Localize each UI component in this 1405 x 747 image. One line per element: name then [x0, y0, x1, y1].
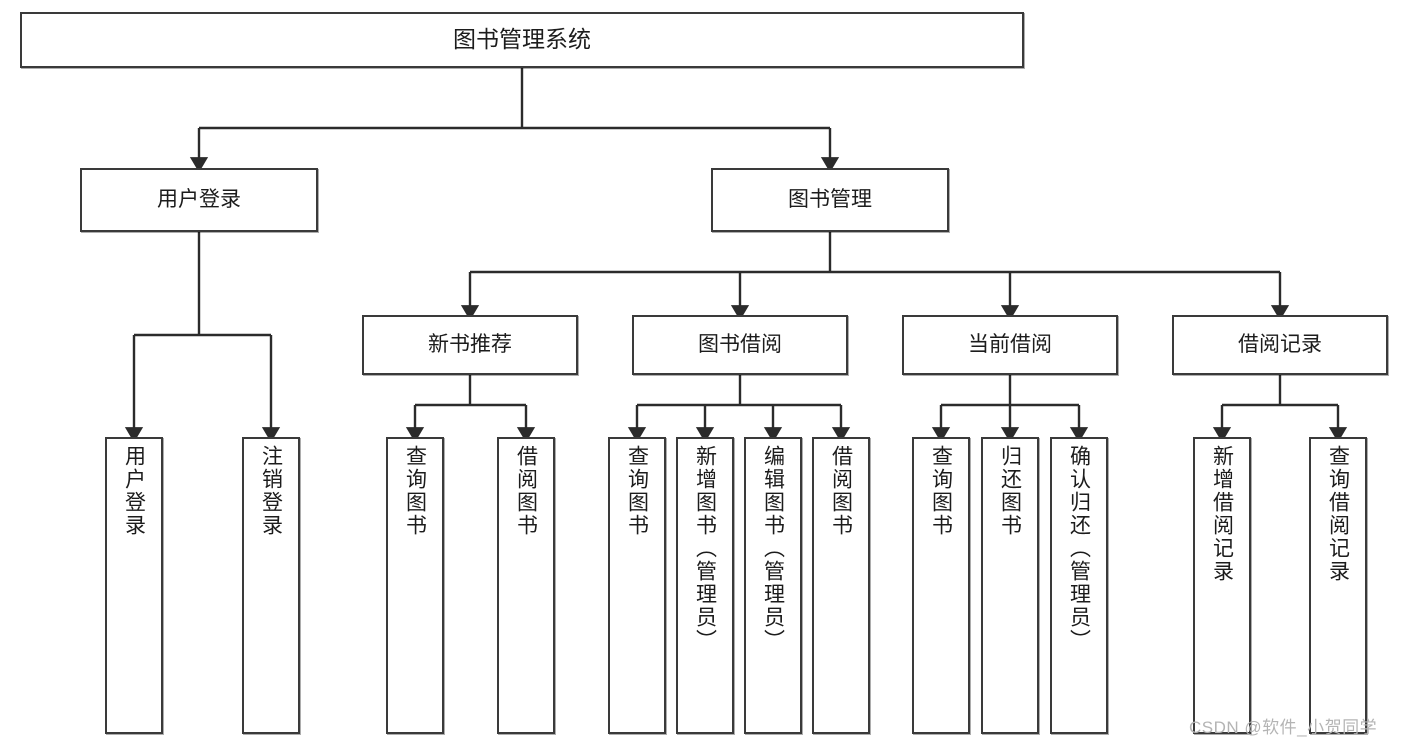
node-label: 新书推荐	[428, 332, 512, 356]
leaf-borrow-edit-book-admin[interactable]: 编辑图书（管理员）	[744, 437, 802, 734]
node-user-login[interactable]: 用户登录	[80, 168, 318, 232]
node-label: 新增图书（管理员）	[693, 445, 717, 652]
node-label: 借阅图书	[514, 445, 538, 537]
leaf-current-return-book[interactable]: 归还图书	[981, 437, 1039, 734]
leaf-user-login-logout[interactable]: 注销登录	[242, 437, 300, 734]
node-label: 图书管理系统	[453, 26, 591, 53]
node-new-book-recommend[interactable]: 新书推荐	[362, 315, 578, 375]
node-label: 查询图书	[625, 445, 649, 537]
node-label: 查询借阅记录	[1326, 445, 1350, 583]
node-root-system[interactable]: 图书管理系统	[20, 12, 1024, 68]
node-label: 用户登录	[122, 445, 146, 537]
node-label: 当前借阅	[968, 332, 1052, 356]
leaf-current-query-book[interactable]: 查询图书	[912, 437, 970, 734]
leaf-recommend-borrow-book[interactable]: 借阅图书	[497, 437, 555, 734]
node-label: 图书借阅	[698, 332, 782, 356]
node-label: 图书管理	[788, 187, 872, 211]
node-label: 查询图书	[403, 445, 427, 537]
node-label: 归还图书	[998, 445, 1022, 537]
node-label: 借阅图书	[829, 445, 853, 537]
node-book-borrow[interactable]: 图书借阅	[632, 315, 848, 375]
node-label: 借阅记录	[1238, 332, 1322, 356]
node-label: 确认归还（管理员）	[1067, 445, 1091, 652]
leaf-records-query-record[interactable]: 查询借阅记录	[1309, 437, 1367, 734]
node-label: 编辑图书（管理员）	[761, 445, 785, 652]
leaf-borrow-add-book-admin[interactable]: 新增图书（管理员）	[676, 437, 734, 734]
node-current-borrow[interactable]: 当前借阅	[902, 315, 1118, 375]
node-label: 用户登录	[157, 187, 241, 211]
leaf-borrow-query-book[interactable]: 查询图书	[608, 437, 666, 734]
node-label: 新增借阅记录	[1210, 445, 1234, 583]
node-label: 查询图书	[929, 445, 953, 537]
leaf-borrow-borrow-book[interactable]: 借阅图书	[812, 437, 870, 734]
leaf-recommend-query-book[interactable]: 查询图书	[386, 437, 444, 734]
node-book-management[interactable]: 图书管理	[711, 168, 949, 232]
leaf-current-confirm-return-admin[interactable]: 确认归还（管理员）	[1050, 437, 1108, 734]
leaf-records-add-record[interactable]: 新增借阅记录	[1193, 437, 1251, 734]
node-label: 注销登录	[259, 445, 283, 537]
node-borrow-records[interactable]: 借阅记录	[1172, 315, 1388, 375]
watermark: CSDN @软件_小贺同学	[1189, 718, 1378, 737]
leaf-user-login-login[interactable]: 用户登录	[105, 437, 163, 734]
